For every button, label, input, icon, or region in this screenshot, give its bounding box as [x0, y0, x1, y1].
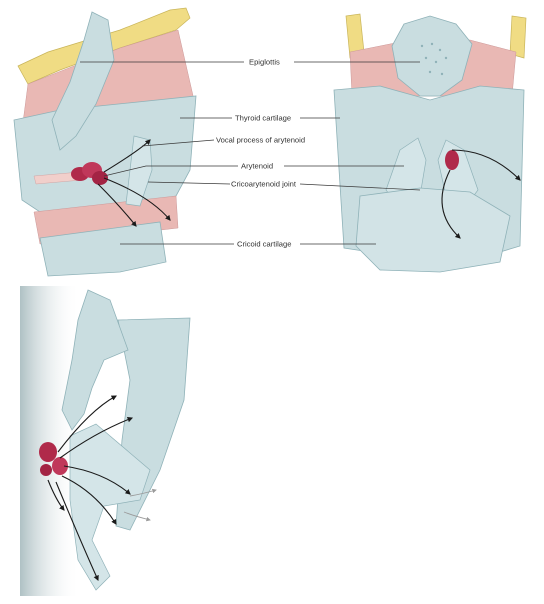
label-vocal-process-of-arytenoid: Vocal process of arytenoid [216, 136, 305, 145]
epiglottis-detail [61, 289, 129, 431]
motion-arrow [63, 465, 131, 495]
label-arytenoid: Arytenoid [241, 162, 273, 171]
motion-arrow [103, 177, 171, 221]
motion-arrow [59, 417, 134, 459]
cornu-right-yellow [509, 15, 527, 59]
motion-arrow-grey [123, 511, 151, 522]
epiglottis-lateral [51, 11, 115, 151]
lateral-view [13, 7, 197, 277]
label-cricoarytenoid-joint: Cricoarytenoid joint [231, 180, 297, 189]
detail-view [20, 286, 191, 596]
label-epiglottis: Epiglottis [249, 58, 280, 67]
label-cricoid-cartilage: Cricoid cartilage [237, 240, 291, 249]
leader-lines [80, 61, 421, 245]
motion-arrow [55, 481, 99, 582]
motion-arrow-grey [129, 488, 157, 497]
motion-arrow [103, 139, 151, 173]
epiglottis-pits [420, 42, 448, 76]
motion-arrow [47, 479, 65, 511]
arytenoid-muscle-detail [39, 442, 68, 476]
cricoid-cartilage-lateral [39, 221, 167, 277]
arytenoid-muscle-lateral [71, 162, 108, 185]
posterior-view [333, 13, 527, 273]
motion-arrow [441, 169, 461, 239]
arytenoid-muscle-posterior [445, 150, 459, 170]
motion-arrow [97, 183, 137, 227]
arytenoid-detail [69, 423, 151, 591]
motion-arrow [451, 149, 521, 181]
label-thyroid-cartilage: Thyroid cartilage [235, 114, 291, 123]
motion-arrow [61, 475, 117, 525]
motion-arrow [57, 395, 117, 453]
cricoid-cartilage-posterior [355, 187, 511, 273]
